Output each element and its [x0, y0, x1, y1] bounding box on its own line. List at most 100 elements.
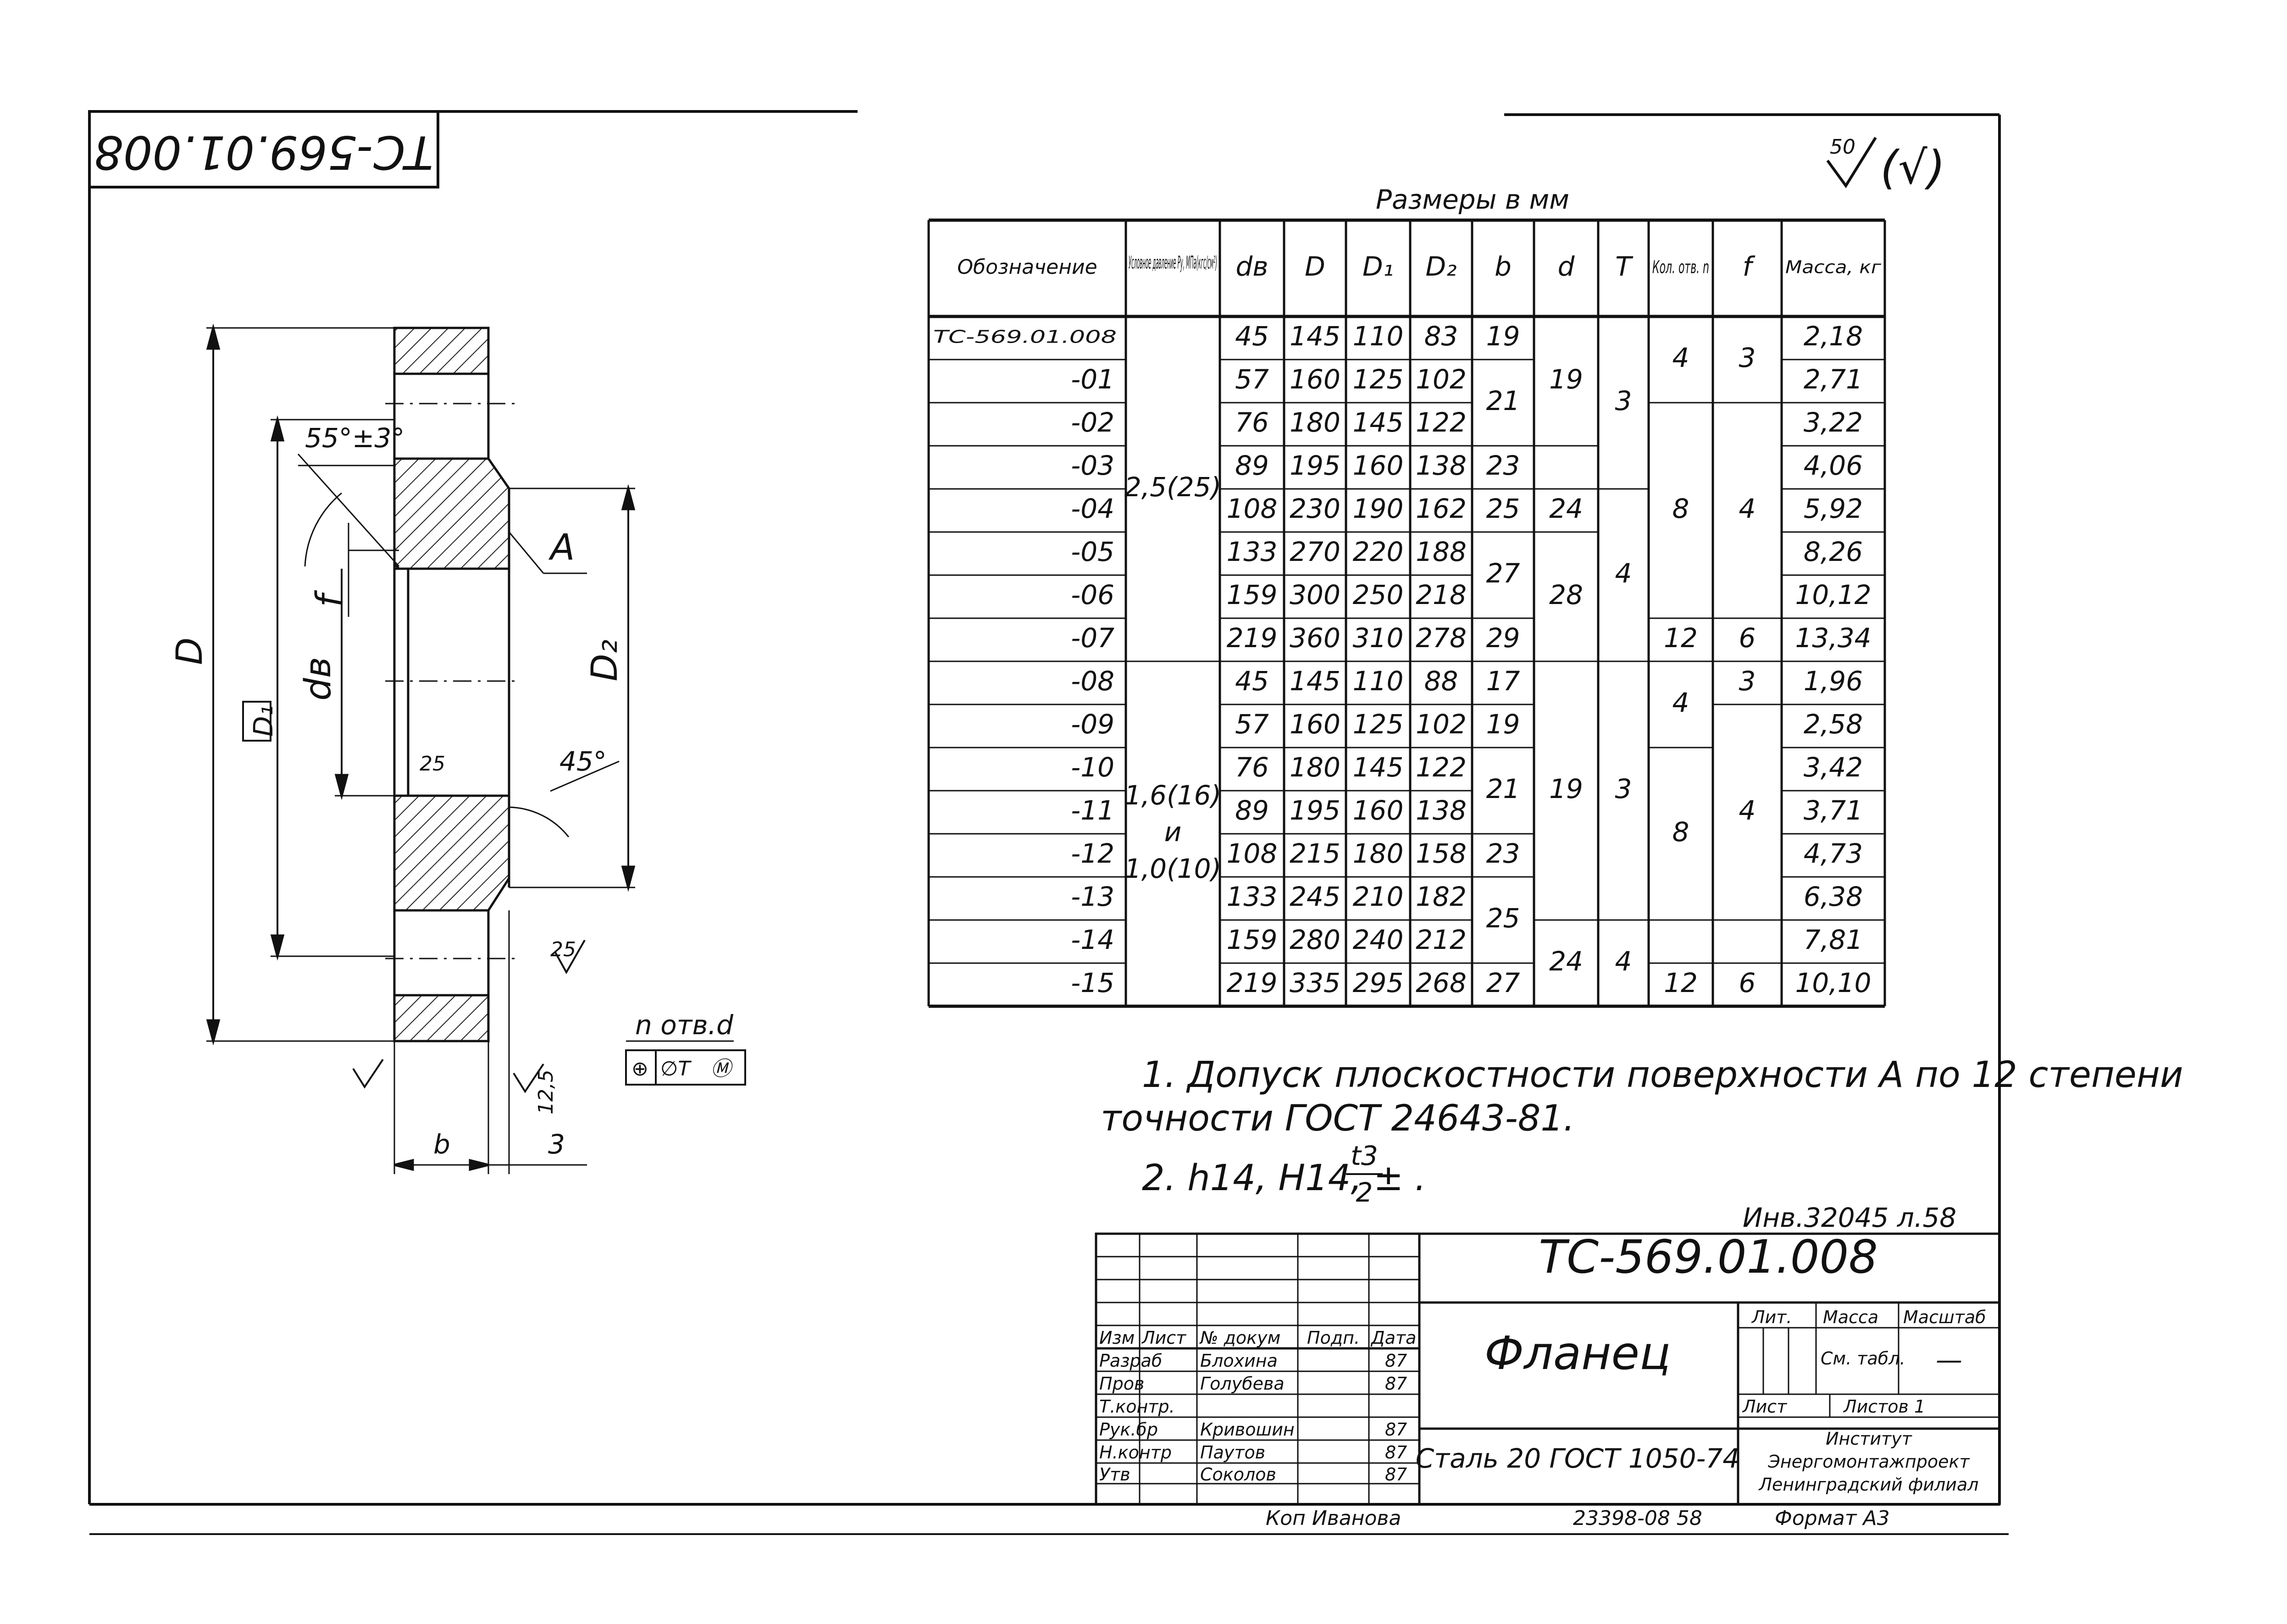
cell-r11-c5: 138	[1416, 795, 1467, 826]
staff-name-4: Паутов	[1200, 1442, 1265, 1463]
header-pressure: Условное давление Ру, МПа(кгс/см²)	[1129, 253, 1217, 273]
lit-label: Лит.	[1751, 1307, 1792, 1327]
row-designation-3: -03	[1071, 450, 1114, 481]
cell-r4-c6: 25	[1486, 493, 1520, 524]
org-line-2: Энергомонтажпроект	[1767, 1452, 1970, 1472]
title-name: Фланец	[1484, 1326, 1671, 1380]
cell-r5-c3: 270	[1290, 536, 1340, 567]
cell-r2-c11: 3,22	[1804, 407, 1863, 438]
hatch-lower-body	[393, 794, 510, 912]
staff-name-0: Блохина	[1200, 1351, 1278, 1371]
staff-date-4: 87	[1385, 1442, 1407, 1463]
cell-r7-c3: 360	[1290, 622, 1340, 654]
cell-r1-c11: 2,71	[1804, 364, 1863, 395]
cell-r1-c4: 125	[1353, 364, 1404, 395]
note2-prefix: 2. h14, H14, ±	[1142, 1158, 1403, 1199]
cell-r6-c5: 218	[1416, 579, 1467, 610]
cell-r2-c4: 145	[1353, 407, 1404, 438]
header-col-3: D	[1305, 251, 1325, 282]
merged-b-21-b: 21	[1486, 773, 1520, 804]
cell-r13-c2: 133	[1227, 881, 1278, 912]
row-designation-9: -09	[1071, 709, 1114, 740]
header-col-8: Т	[1615, 251, 1634, 282]
cell-r8-c2: 45	[1235, 665, 1269, 697]
label-b: b	[433, 1129, 450, 1160]
header-col-7: d	[1558, 251, 1575, 282]
cell-r14-c5: 212	[1416, 924, 1467, 955]
cell-r3-c2: 89	[1235, 450, 1269, 481]
cell-r12-c3: 215	[1290, 838, 1340, 869]
row-designation-5: -05	[1071, 536, 1114, 567]
label-rough125: 12,5	[534, 1070, 558, 1114]
cell-r11-c3: 195	[1290, 795, 1340, 826]
stamp-code: ТС-569.01.008	[94, 126, 433, 179]
cell-r12-c11: 4,73	[1804, 838, 1863, 869]
stamp-box: ТС-569.01.008	[88, 110, 439, 188]
staff-role-4: Н.контр	[1099, 1442, 1172, 1463]
pressure-group-a: 2,5(25)	[1124, 471, 1221, 503]
staff-date-1: 87	[1385, 1374, 1407, 1394]
staff-date-3: 87	[1385, 1419, 1407, 1440]
cell-r6-c11: 10,12	[1795, 579, 1871, 610]
cell-r7-c11: 13,34	[1795, 622, 1871, 654]
title-code: ТС-569.01.008	[1539, 1230, 1878, 1284]
scale-value: —	[1936, 1344, 1962, 1375]
pressure-group-b-line-1: и	[1164, 816, 1182, 848]
header-col-5: D₂	[1426, 251, 1457, 282]
cell-r9-c4: 125	[1353, 709, 1404, 740]
cell-r2-c2: 76	[1235, 407, 1269, 438]
note2-suffix: .	[1415, 1158, 1426, 1199]
merged-n-8-b: 8	[1672, 816, 1689, 848]
cell-r4-c7: 24	[1549, 493, 1583, 524]
cell-r7-c2: 219	[1227, 622, 1278, 654]
cell-r12-c6: 23	[1486, 838, 1520, 869]
merged-d-28: 28	[1549, 579, 1583, 610]
header-col-10: f	[1743, 251, 1755, 282]
footer-number: 23398-08 58	[1573, 1507, 1702, 1530]
note2-numerator: t3	[1351, 1140, 1378, 1171]
cell-r15-c5: 268	[1416, 967, 1467, 998]
merged-f-4-b: 4	[1739, 795, 1756, 826]
merged-b-27: 27	[1486, 558, 1520, 589]
cell-r13-c5: 182	[1416, 881, 1467, 912]
cell-r10-c4: 145	[1353, 752, 1404, 783]
roughness-general: 50 (√)	[1826, 135, 1945, 194]
footer-format: Формат А3	[1775, 1507, 1890, 1530]
cell-r9-c2: 57	[1235, 709, 1269, 740]
cell-r8-c3: 145	[1290, 665, 1340, 697]
cell-r9-c6: 19	[1486, 709, 1520, 740]
cell-r0-c6: 19	[1486, 321, 1520, 352]
pressure-group-b-line-2: 1,0(10)	[1124, 853, 1221, 884]
cell-r10-c3: 180	[1290, 752, 1340, 783]
drawing-labels: D D₁ dв D₂ f A 55°±3° 45° 25 25 12,5 b 3…	[169, 422, 734, 1160]
cell-r15-c11: 10,10	[1795, 967, 1871, 998]
row-designation-13: -13	[1071, 881, 1114, 912]
row-designation-15: -15	[1071, 967, 1114, 998]
pressure-group-b-line-0: 1,6(16)	[1124, 780, 1221, 811]
cell-r15-c2: 219	[1227, 967, 1278, 998]
org-line-3: Ленинградский филиал	[1758, 1474, 1978, 1495]
merged-n-8-a: 8	[1672, 493, 1689, 524]
roughness-value: 50	[1830, 135, 1855, 159]
label-A: A	[548, 527, 575, 568]
hatch-top-ring	[393, 327, 490, 375]
cell-r10-c2: 76	[1235, 752, 1269, 783]
row-designation-11: -11	[1071, 795, 1114, 826]
cell-r11-c11: 3,71	[1804, 795, 1863, 826]
scale-label: Масштаб	[1903, 1307, 1986, 1327]
tolerance-position: ⊕	[631, 1057, 648, 1081]
cell-r9-c3: 160	[1290, 709, 1340, 740]
label-D1: D₁	[248, 705, 279, 737]
cell-r15-c6: 27	[1486, 967, 1520, 998]
cell-r7-c6: 29	[1486, 622, 1520, 654]
hatch-bottom-ring	[393, 994, 490, 1042]
staff-role-2: Т.контр.	[1099, 1397, 1175, 1417]
cell-r6-c3: 300	[1290, 579, 1340, 610]
cell-r15-c3: 335	[1290, 967, 1340, 998]
row-designation-12: -12	[1071, 838, 1114, 869]
cell-r15-c9: 12	[1664, 967, 1698, 998]
sheets-label: Листов 1	[1843, 1397, 1925, 1417]
label-holes: n отв.d	[635, 1009, 734, 1041]
label-chamfer: 45°	[559, 746, 607, 777]
